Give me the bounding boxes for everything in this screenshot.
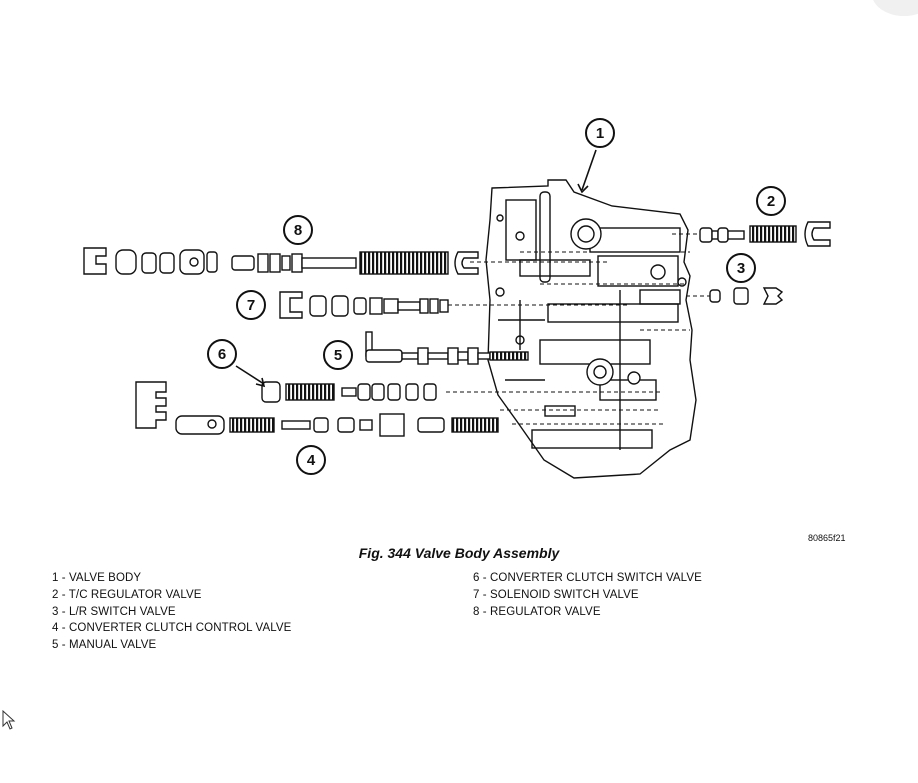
legend-item: 2 - T/C REGULATOR VALVE	[52, 588, 202, 601]
valve-body-diagram: 1 2 3 4 5 6 7 8	[83, 118, 831, 479]
converter-clutch-control-valve	[135, 381, 499, 437]
callout-3: 3	[737, 260, 745, 277]
callout-5: 5	[334, 347, 342, 364]
legend-left: 1 - VALVE BODY 2 - T/C REGULATOR VALVE 3…	[52, 570, 291, 654]
legend-right: 6 - CONVERTER CLUTCH SWITCH VALVE 7 - SO…	[473, 570, 702, 620]
legend-item: 7 - SOLENOID SWITCH VALVE	[473, 588, 639, 601]
callout-1: 1	[596, 125, 604, 142]
valve-body	[485, 179, 697, 479]
mouse-cursor-icon	[2, 710, 16, 730]
legend-item: 3 - L/R SWITCH VALVE	[52, 605, 176, 618]
legend-item: 8 - REGULATOR VALVE	[473, 605, 601, 618]
callout-7: 7	[247, 297, 255, 314]
legend-item: 5 - MANUAL VALVE	[52, 639, 157, 652]
solenoid-switch-valve	[279, 291, 449, 319]
regulator-valve	[83, 247, 479, 275]
figure-caption: Fig. 344 Valve Body Assembly	[358, 545, 560, 561]
callout-8: 8	[294, 222, 302, 239]
figure-id: 80865f21	[808, 533, 846, 543]
callout-6: 6	[218, 346, 226, 363]
lr-switch-valve	[709, 287, 784, 305]
legend-item: 1 - VALVE BODY	[52, 572, 142, 584]
callout-4: 4	[307, 452, 316, 469]
tc-regulator-valve	[699, 221, 831, 247]
manual-valve	[365, 331, 529, 365]
callout-2: 2	[767, 193, 775, 210]
legend-item: 4 - CONVERTER CLUTCH CONTROL VALVE	[52, 622, 292, 635]
converter-clutch-switch-valve	[261, 381, 437, 403]
legend-item: 6 - CONVERTER CLUTCH SWITCH VALVE	[473, 572, 702, 584]
